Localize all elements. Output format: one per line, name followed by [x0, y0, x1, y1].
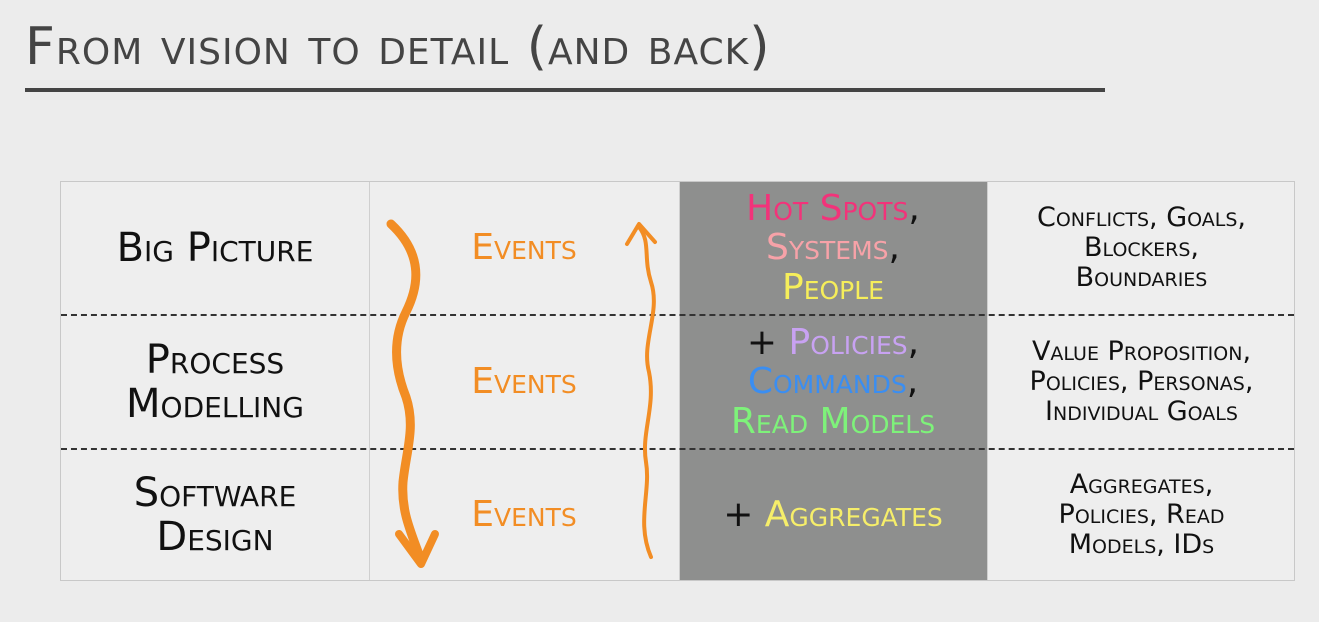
outcome-line: Boundaries [1075, 262, 1208, 294]
policies-label: Policies [788, 321, 908, 363]
separator: , [908, 187, 920, 229]
up-arrow-icon [637, 225, 656, 559]
separator: , [888, 227, 900, 269]
aggregates-label: Aggregates [764, 494, 943, 536]
level-label: Process Modelling [126, 337, 304, 427]
building-block-line: Systems, [766, 228, 900, 268]
column-divider [987, 182, 988, 580]
outcomes-cell: Aggregates, Policies, Read Models, IDs [987, 450, 1296, 580]
level-big-picture: Big Picture [61, 182, 369, 314]
outcome-line: Models, IDs [1068, 529, 1215, 561]
separator: , [906, 361, 919, 403]
outcome-line: Policies, Personas, [1029, 365, 1254, 397]
level-process-modelling: Process Modelling [61, 316, 369, 448]
building-blocks-column [679, 182, 987, 580]
building-block-line: Read Models [730, 400, 936, 442]
building-block-line: Commands, [748, 362, 918, 402]
level-label: Big Picture [116, 225, 314, 271]
outcome-line: Individual Goals [1045, 396, 1238, 428]
row-divider [61, 448, 1294, 450]
level-label: Software Design [133, 470, 297, 560]
events-cell: Events [369, 316, 679, 448]
level-software-design: Software Design [61, 450, 369, 580]
hot-spots-label: Hot Spots [746, 187, 909, 229]
building-block-line: + Policies, [746, 321, 920, 363]
title-underline [25, 88, 1105, 92]
events-cell: Events [369, 450, 679, 580]
down-arrowhead-icon [395, 530, 439, 568]
column-divider [679, 182, 680, 580]
slide-title: From vision to detail (and back) [25, 17, 771, 77]
outcome-line: Value Proposition, [1031, 335, 1252, 367]
up-arrowhead-icon [625, 222, 657, 246]
flow-arrows [386, 219, 657, 568]
levels-table: Big Picture Events Hot Spots, Systems, P… [60, 181, 1295, 581]
down-arrow-icon [386, 219, 426, 565]
building-block-line: Hot Spots, [746, 187, 920, 229]
building-blocks-cell: + Aggregates [679, 450, 987, 580]
events-label: Events [471, 494, 577, 536]
outcome-line: Aggregates, [1069, 468, 1214, 500]
read-models-label: Read Models [730, 400, 936, 442]
building-block-line: People [782, 266, 884, 308]
events-label: Events [471, 361, 577, 403]
outcomes-cell: Value Proposition, Policies, Personas, I… [987, 316, 1296, 448]
events-label: Events [471, 227, 577, 269]
row-divider [61, 314, 1294, 316]
building-blocks-cell: + Policies, Commands, Read Models [679, 316, 987, 448]
systems-label: Systems [766, 227, 889, 269]
outcome-line: Conflicts, Goals, [1036, 201, 1246, 233]
plus-sign: + [723, 494, 765, 536]
plus-sign: + [746, 321, 789, 363]
separator: , [907, 321, 920, 363]
column-divider [369, 182, 370, 580]
events-cell: Events [369, 182, 679, 314]
outcome-line: Blockers, [1084, 231, 1199, 263]
building-blocks-cell: Hot Spots, Systems, People [679, 182, 987, 314]
people-label: People [782, 266, 884, 308]
building-block-line: + Aggregates [723, 495, 943, 535]
outcome-line: Policies, Read [1058, 498, 1225, 530]
commands-label: Commands [747, 361, 907, 403]
outcomes-cell: Conflicts, Goals, Blockers, Boundaries [987, 182, 1296, 314]
